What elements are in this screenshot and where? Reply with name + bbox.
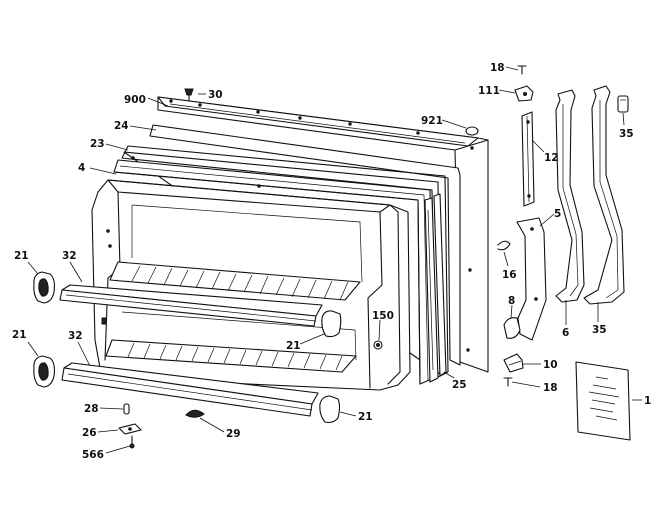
callout-28: 28	[84, 403, 99, 415]
rail-end-caps	[33, 271, 342, 424]
callout-18-bottom: 18	[543, 382, 558, 394]
end-cap-bottom-right	[319, 395, 341, 424]
manual-1	[575, 361, 631, 441]
callout-32-upper: 32	[62, 250, 77, 262]
screw-18-bottom	[503, 377, 513, 387]
hinge-10	[503, 353, 524, 373]
breaker-strips	[424, 193, 447, 383]
callout-35-bottom: 35	[592, 324, 607, 336]
clip-16	[497, 240, 511, 251]
callout-16: 16	[502, 269, 517, 281]
callout-6: 6	[562, 327, 569, 339]
hinge-plate-5	[516, 217, 547, 341]
callout-12: 12	[544, 152, 559, 164]
screw-18-top	[517, 65, 527, 75]
stop-29	[185, 409, 205, 418]
end-cap-lower-left	[33, 355, 56, 388]
callout-21-bottom-right: 21	[358, 411, 373, 423]
callout-900: 900	[124, 94, 146, 106]
callout-1: 1	[644, 395, 651, 407]
upper-door-rail	[59, 284, 323, 327]
callout-25: 25	[452, 379, 467, 391]
pin-28	[123, 403, 130, 415]
end-cap-mid	[321, 310, 342, 338]
inner-door-liner	[91, 179, 411, 391]
callout-21-upper-left: 21	[14, 250, 29, 262]
callout-566: 566	[82, 449, 104, 461]
callout-150: 150	[372, 310, 394, 322]
handle-35-long	[583, 85, 625, 305]
outer-door-panel	[157, 96, 489, 373]
callout-24: 24	[114, 120, 129, 132]
plug-921	[465, 126, 479, 136]
screw-566	[129, 435, 135, 449]
callout-21-mid: 21	[286, 340, 301, 352]
door-hardware	[118, 88, 479, 449]
lower-door-rail	[61, 362, 319, 417]
callout-111: 111	[478, 85, 500, 97]
callout-921: 921	[421, 115, 443, 127]
strip-12	[521, 111, 535, 207]
hinge-bracket-111	[514, 85, 534, 102]
callout-29: 29	[226, 428, 241, 440]
callout-8: 8	[508, 295, 515, 307]
fastener-150	[373, 340, 383, 350]
callout-4: 4	[78, 162, 85, 174]
screw-30	[184, 88, 194, 102]
handle-6	[555, 89, 585, 303]
callout-35-top: 35	[619, 128, 634, 140]
callout-labels: 900 30 24 23 4 921 18 111 12 35 5 16 8 6…	[12, 62, 651, 461]
callout-23: 23	[90, 138, 105, 150]
callout-18-top: 18	[490, 62, 505, 74]
callout-10: 10	[543, 359, 558, 371]
cap-8	[503, 317, 521, 339]
callout-21-lower-left: 21	[12, 329, 27, 341]
end-cap-upper-left	[33, 271, 56, 304]
callout-5: 5	[554, 208, 561, 220]
trim-cap-35	[617, 95, 629, 113]
callout-30: 30	[208, 89, 223, 101]
leader-lines	[27, 66, 642, 454]
bracket-26	[118, 423, 142, 435]
callout-32-lower: 32	[68, 330, 83, 342]
callout-26: 26	[82, 427, 97, 439]
